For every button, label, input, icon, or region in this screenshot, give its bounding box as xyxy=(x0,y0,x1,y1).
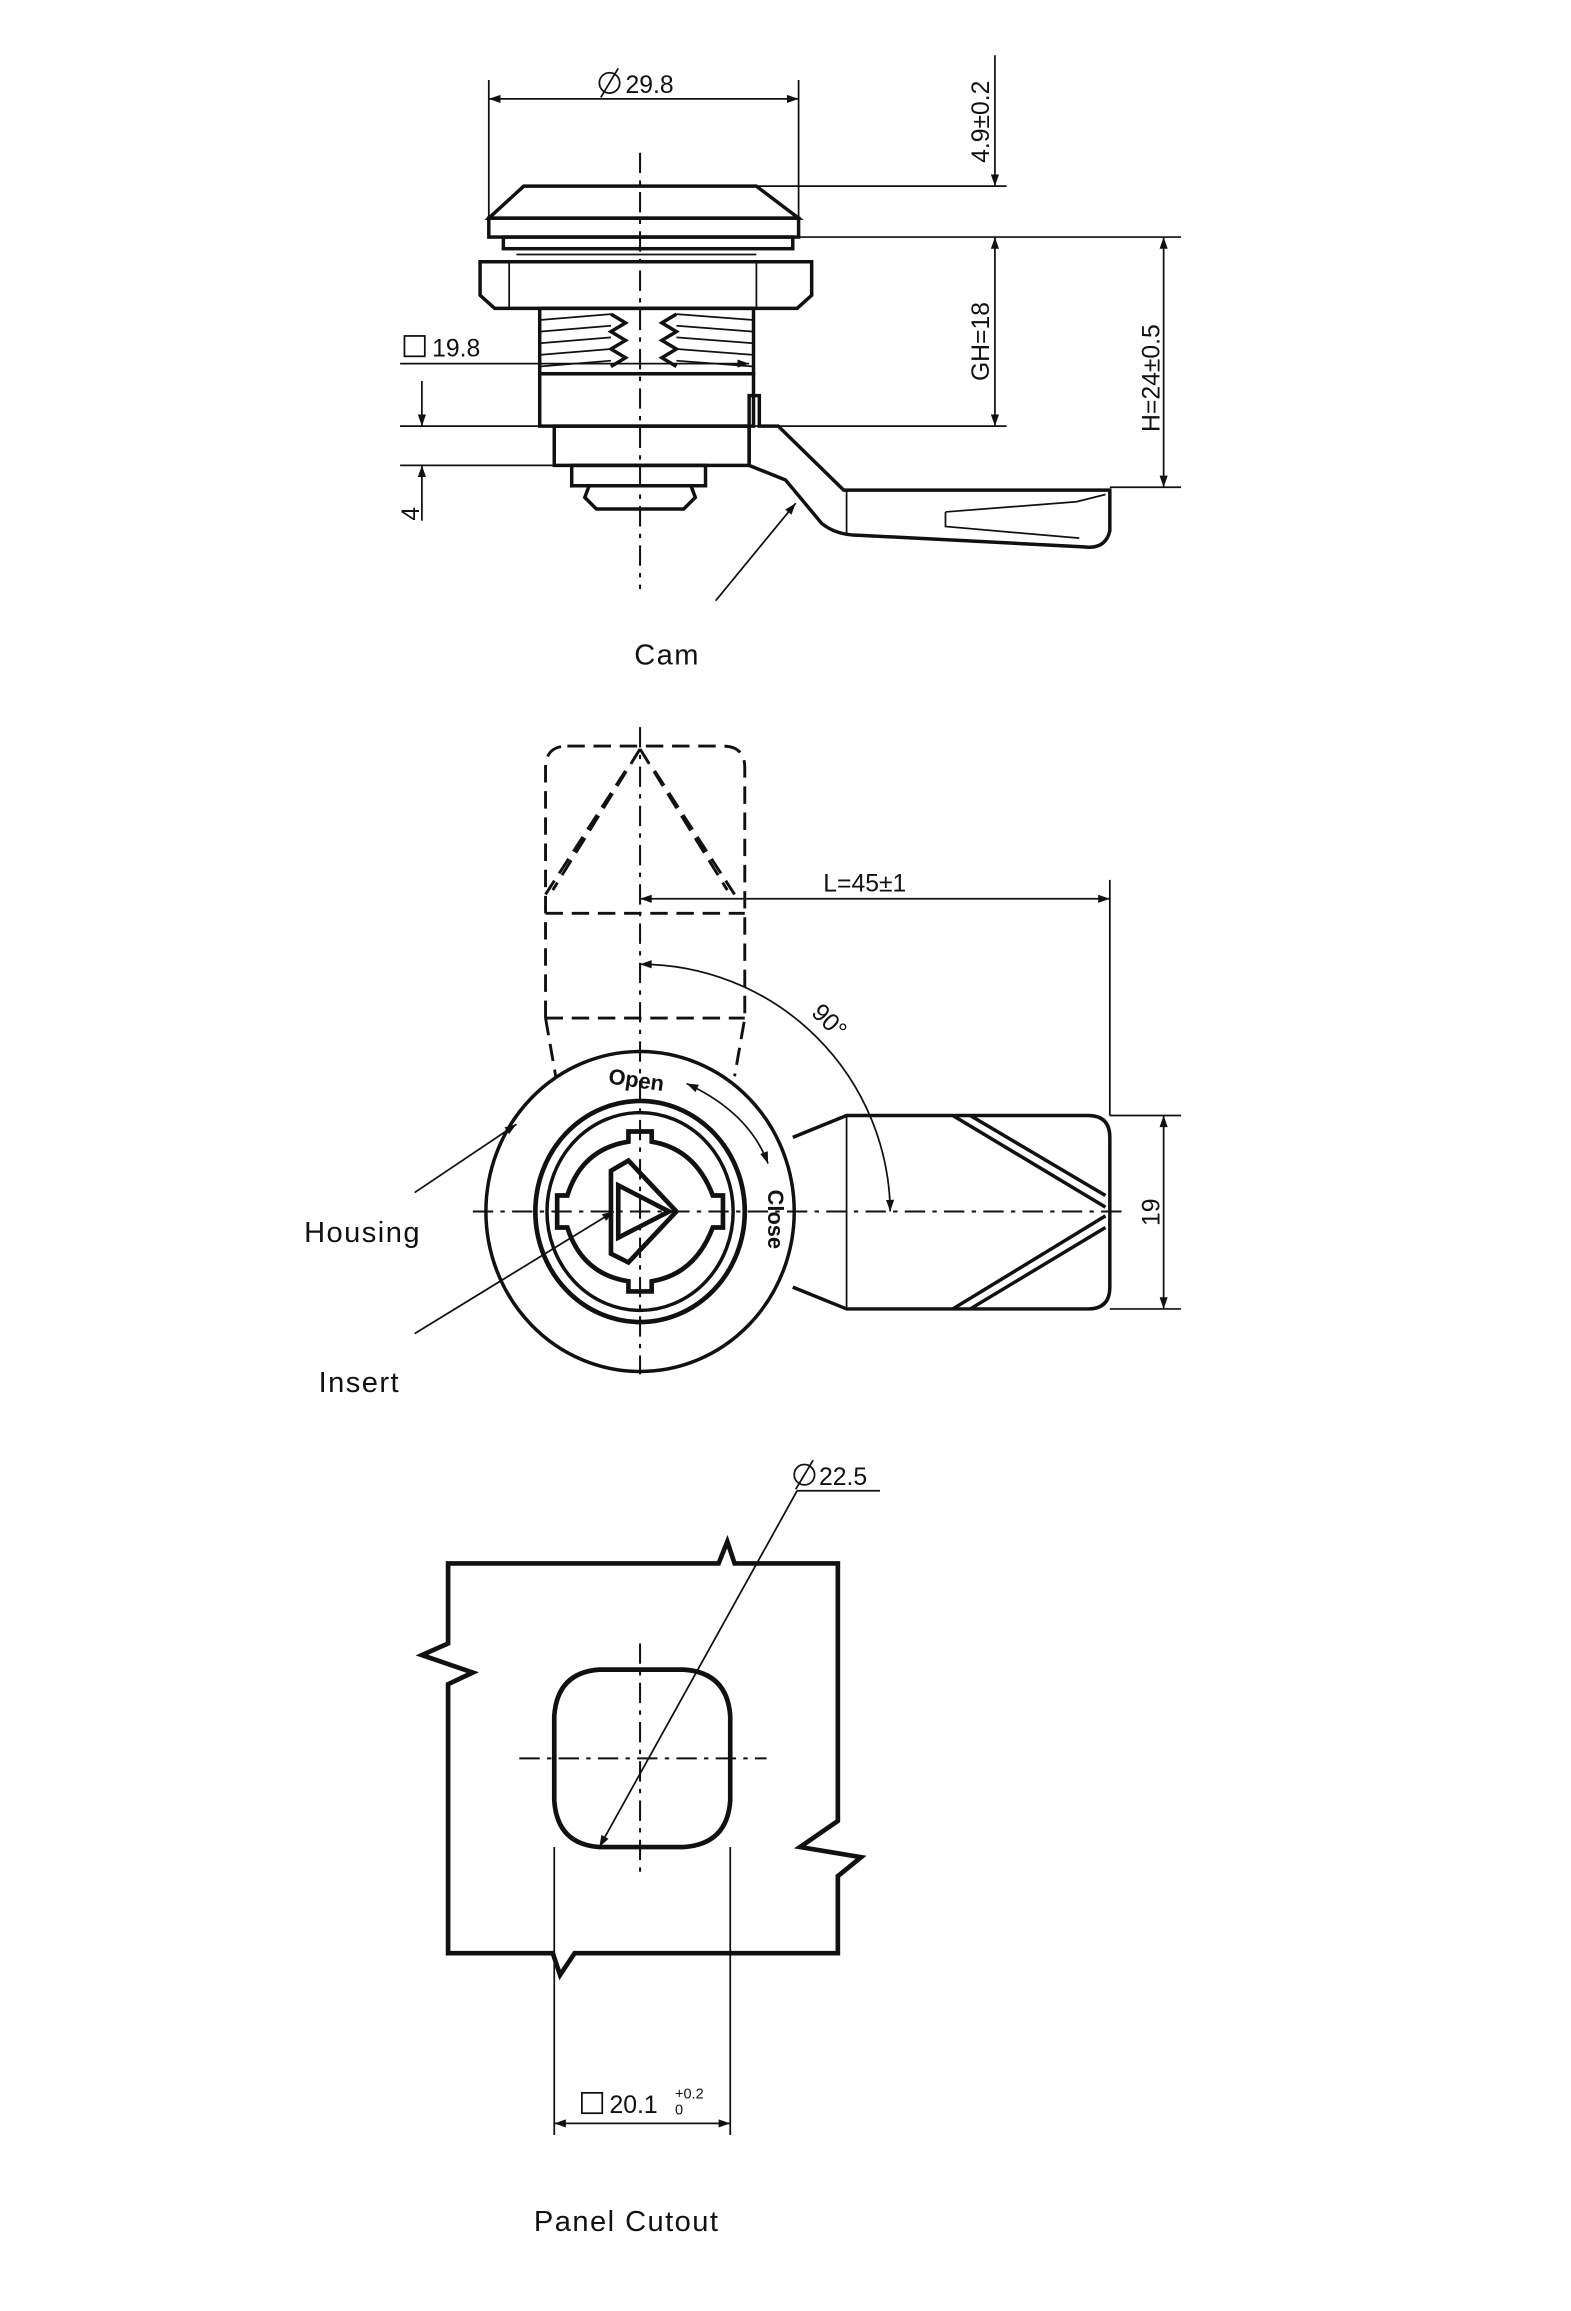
plug xyxy=(569,463,708,488)
dim-length: L=45±1 xyxy=(823,871,906,898)
dim-width: 19 xyxy=(1138,1199,1165,1227)
dim-diameter: 29.8 xyxy=(626,72,674,99)
cutout-view: 22.5 20.1 +0.2 0 Panel Cutout xyxy=(415,1459,881,2238)
dim-panel: 4 xyxy=(398,507,425,521)
side-view: 29.8 4.9±0.2 GH=18 H=24±0.5 19.8 4 Cam xyxy=(398,55,1182,672)
cam-closed xyxy=(792,1113,1112,1311)
dim-cap-height: 4.9±0.2 xyxy=(968,81,995,163)
dim-tolerance-upper: +0.2 xyxy=(675,2087,704,2103)
dim-square: 19.8 xyxy=(432,335,480,362)
dim-tolerance-lower: 0 xyxy=(675,2103,683,2119)
label-insert: Insert xyxy=(319,1367,400,1399)
cutout-hole xyxy=(551,1667,733,1850)
nut xyxy=(478,260,814,311)
cam xyxy=(747,393,1112,549)
panel-outline xyxy=(415,1534,867,1981)
label-open: Open xyxy=(607,1064,666,1097)
front-view: Open Close L=45±1 90° 19 Housing Insert xyxy=(304,727,1182,1399)
label-cam: Cam xyxy=(634,640,700,672)
label-housing: Housing xyxy=(304,1217,421,1249)
dim-cutout-square: 20.1 xyxy=(610,2092,658,2119)
cam-open-position xyxy=(544,744,747,1077)
body xyxy=(537,372,756,428)
dim-grip: GH=18 xyxy=(968,302,995,381)
cap xyxy=(484,184,804,220)
dim-cutout-diameter: 22.5 xyxy=(819,1464,867,1491)
dim-height: H=24±0.5 xyxy=(1138,324,1165,432)
label-panel-cutout: Panel Cutout xyxy=(534,2206,720,2238)
label-close: Close xyxy=(763,1190,788,1249)
dim-angle: 90° xyxy=(806,999,852,1045)
